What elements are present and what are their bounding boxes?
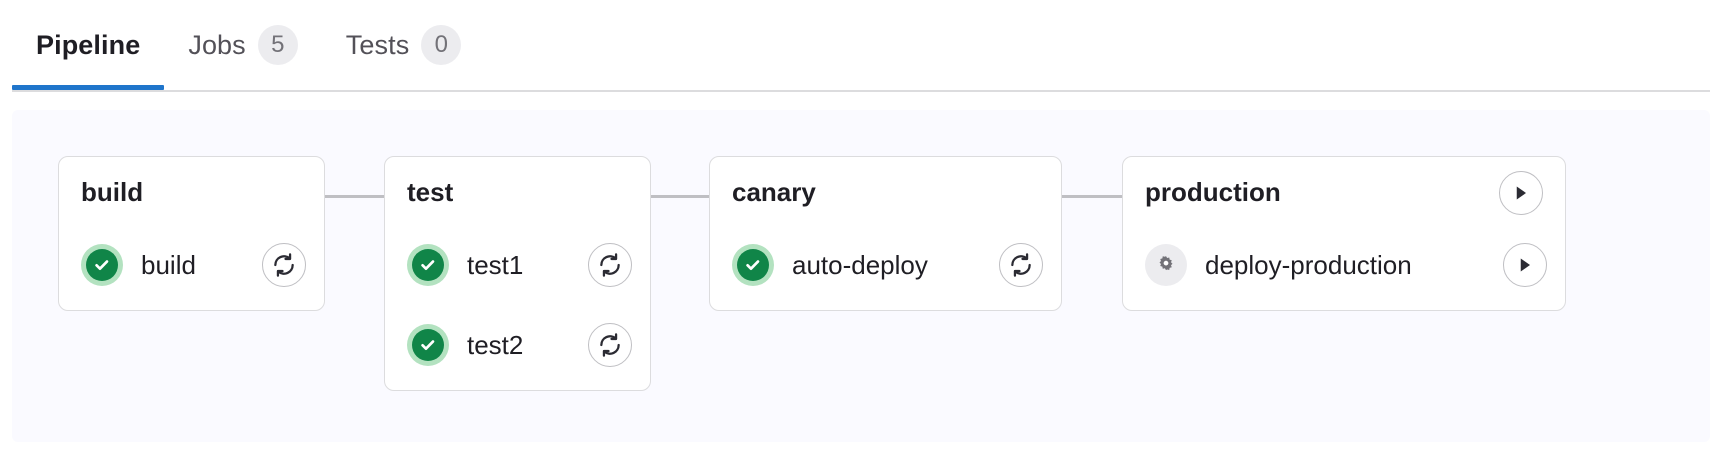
job-row-deploy-production[interactable]: deploy-production — [1145, 239, 1525, 291]
job-name-test1: test1 — [467, 250, 524, 280]
job-row-auto-deploy[interactable]: auto-deploy — [732, 239, 1032, 291]
status-icon-success — [732, 244, 774, 286]
tab-pipeline-label: Pipeline — [36, 29, 141, 60]
retry-button-test1[interactable] — [588, 243, 632, 287]
job-name-auto-deploy: auto-deploy — [792, 250, 928, 280]
tab-active-indicator — [12, 85, 165, 90]
connector-test-canary — [649, 195, 721, 198]
stage-title-canary: canary — [732, 177, 816, 207]
pipeline-graph: build build — [12, 110, 1710, 442]
job-row-test1[interactable]: test1 — [407, 239, 630, 291]
retry-icon — [600, 253, 620, 277]
tab-tests[interactable]: Tests 0 — [322, 0, 486, 90]
tab-bar: Pipeline Jobs 5 Tests 0 — [0, 0, 1722, 92]
stage-card-test[interactable]: test test1 — [384, 156, 651, 391]
stage-list: build build — [12, 110, 1710, 442]
stage-title-test: test — [407, 177, 454, 207]
check-circle-icon — [421, 340, 435, 351]
stage-card-production[interactable]: production — [1122, 156, 1566, 311]
connector-build-test — [324, 195, 396, 198]
play-icon — [1520, 258, 1530, 272]
status-icon-success — [407, 244, 449, 286]
tab-jobs[interactable]: Jobs 5 — [164, 0, 321, 90]
retry-button-test2[interactable] — [588, 323, 632, 367]
tab-tests-badge: 0 — [421, 25, 462, 65]
connector-canary-production — [1062, 195, 1134, 198]
play-button-deploy-production[interactable] — [1503, 243, 1547, 287]
retry-icon — [600, 333, 620, 357]
tab-pipeline[interactable]: Pipeline — [12, 0, 165, 90]
tab-tests-label: Tests — [345, 29, 410, 60]
job-name-deploy-production: deploy-production — [1205, 250, 1412, 280]
play-icon — [1516, 186, 1526, 200]
check-circle-icon — [95, 260, 109, 271]
play-button-stage-production[interactable] — [1499, 171, 1543, 215]
check-circle-icon — [746, 260, 760, 271]
retry-icon — [1011, 253, 1031, 277]
job-row-build[interactable]: build — [81, 239, 304, 291]
status-icon-manual — [1145, 244, 1187, 286]
stage-card-canary[interactable]: canary auto-deploy — [709, 156, 1062, 311]
stage-card-build[interactable]: build build — [58, 156, 325, 311]
retry-button-auto-deploy[interactable] — [999, 243, 1043, 287]
status-icon-success — [407, 324, 449, 366]
job-name-build: build — [141, 250, 196, 280]
retry-icon — [274, 253, 294, 277]
tab-bar-divider — [12, 90, 1710, 92]
gear-icon — [1159, 256, 1173, 271]
stage-title-build: build — [81, 177, 144, 207]
retry-button-build[interactable] — [262, 243, 306, 287]
status-icon-success — [81, 244, 123, 286]
tab-jobs-label: Jobs — [188, 29, 246, 60]
check-circle-icon — [421, 260, 435, 271]
job-row-test2[interactable]: test2 — [407, 319, 630, 371]
job-name-test2: test2 — [467, 330, 524, 360]
stage-title-production: production — [1145, 177, 1281, 207]
tab-list: Pipeline Jobs 5 Tests 0 — [12, 0, 485, 90]
tab-jobs-badge: 5 — [257, 25, 298, 65]
